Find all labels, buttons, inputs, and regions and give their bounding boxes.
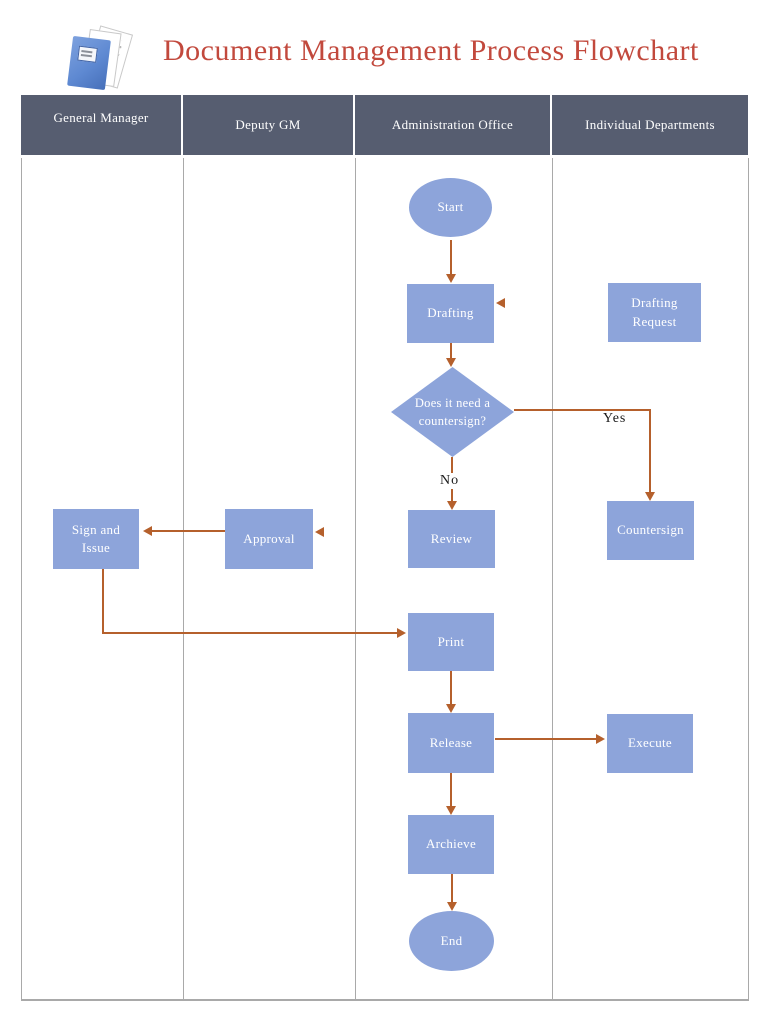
lane-divider	[355, 158, 356, 999]
lane-header-label: Administration Office	[391, 117, 514, 132]
node-countersign: Countersign	[607, 501, 694, 560]
node-print: Print	[408, 613, 494, 671]
node-review: Review	[408, 510, 495, 568]
blue-binder-icon	[67, 35, 111, 91]
lane-header-administration-office: Administration Office	[355, 95, 550, 155]
node-start: Start	[409, 178, 492, 237]
lane-header-label: Individual Departments	[585, 117, 715, 132]
lane-divider	[552, 158, 553, 999]
edge-label-yes: Yes	[603, 411, 627, 426]
edge-label-no: No	[438, 473, 462, 489]
lane-header-general-manager: General Manager	[21, 95, 181, 155]
node-drafting: Drafting	[407, 284, 494, 343]
node-end: End	[409, 911, 494, 971]
page-title: Document Management Process Flowchart	[163, 34, 699, 67]
node-drafting-request: Drafting Request	[608, 283, 701, 342]
node-archieve: Archieve	[408, 815, 494, 874]
document-binder-icon	[67, 25, 134, 94]
node-execute: Execute	[607, 714, 693, 773]
node-sign-and-issue: Sign and Issue	[53, 509, 139, 569]
lane-header-label: General Manager	[53, 110, 149, 125]
lane-header-deputy-gm: Deputy GM	[183, 95, 353, 155]
binder-label-icon	[77, 45, 98, 63]
lane-divider	[183, 158, 184, 999]
lane-header-label: Deputy GM	[235, 117, 301, 132]
node-release: Release	[408, 713, 494, 773]
node-approval: Approval	[225, 509, 313, 569]
lane-header-individual-departments: Individual Departments	[552, 95, 748, 155]
